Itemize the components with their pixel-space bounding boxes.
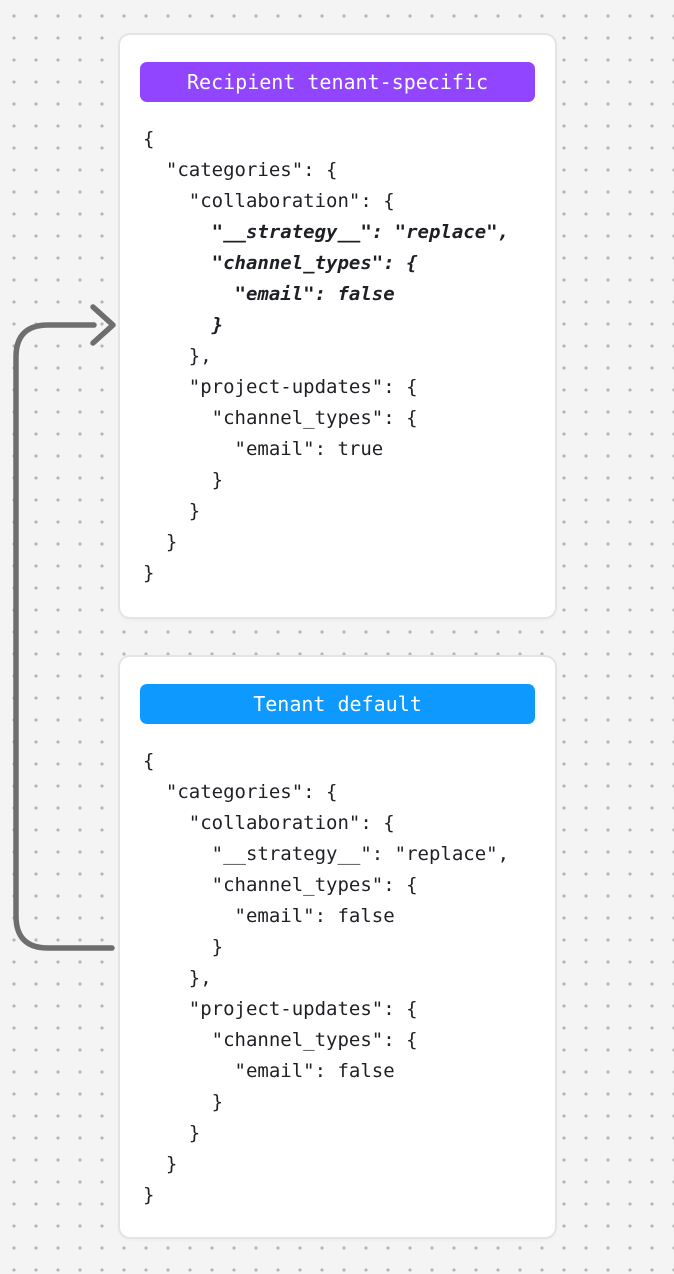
code-line: "email": false (143, 905, 395, 927)
badge-recipient-tenant-specific: Recipient tenant-specific (140, 62, 535, 102)
code-line: "email": true (143, 438, 384, 460)
code-line: }, (143, 345, 212, 367)
code-line: { (143, 128, 155, 150)
code-line: } (143, 936, 224, 958)
code-line: { (143, 750, 155, 772)
code-line: "collaboration": { (143, 190, 395, 212)
code-line: } (143, 469, 224, 491)
code-line: "__strategy__": "replace", (143, 843, 510, 865)
code-line: "collaboration": { (143, 812, 395, 834)
code-line: } (143, 1122, 201, 1144)
code-line: } (143, 1153, 178, 1175)
code-line: "project-updates": { (143, 376, 418, 398)
code-line: "project-updates": { (143, 998, 418, 1020)
code-line: } (143, 1091, 224, 1113)
card-tenant-default: Tenant default { "categories": { "collab… (120, 657, 555, 1237)
card-recipient-tenant-specific: Recipient tenant-specific { "categories"… (120, 35, 555, 617)
code-line: "__strategy__": "replace", (143, 221, 510, 243)
badge-tenant-default: Tenant default (140, 684, 535, 724)
code-line: "channel_types": { (143, 407, 418, 429)
arrow-path (13, 322, 115, 951)
arrow-head (90, 304, 116, 346)
code-line: "email": false (143, 1060, 395, 1082)
json-code-block-tenant-default: { "categories": { "collaboration": { "__… (143, 746, 555, 1211)
code-line: } (143, 562, 155, 584)
code-line: "categories": { (143, 159, 338, 181)
code-line: } (143, 531, 178, 553)
code-line: "email": false (143, 283, 395, 305)
code-line: "categories": { (143, 781, 338, 803)
code-line: } (143, 314, 224, 336)
code-line: } (143, 500, 201, 522)
code-line: } (143, 1184, 155, 1206)
code-line: "channel_types": { (143, 1029, 418, 1051)
code-line: "channel_types": { (143, 874, 418, 896)
code-line: }, (143, 967, 212, 989)
code-line: "channel_types": { (143, 252, 418, 274)
json-code-block-recipient: { "categories": { "collaboration": { "__… (143, 124, 555, 589)
